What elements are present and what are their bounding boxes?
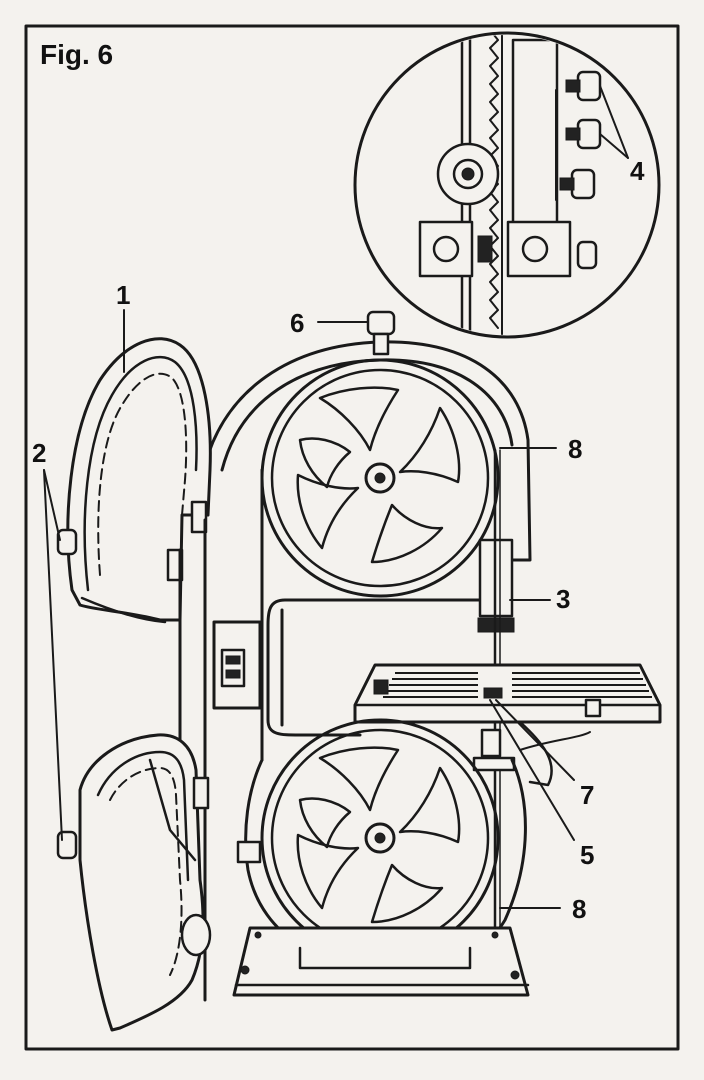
lower-wheel xyxy=(260,718,500,958)
callout-8-lower: 8 xyxy=(572,894,586,924)
adjust-knob-bottom xyxy=(576,240,598,270)
tension-knob xyxy=(366,310,396,356)
detail-circle xyxy=(353,31,661,339)
callout-1: 1 xyxy=(116,280,130,310)
power-switch-box xyxy=(212,620,262,710)
figure-frame xyxy=(24,24,680,1051)
lower-door xyxy=(56,733,262,1032)
callout-5: 5 xyxy=(580,840,594,870)
figure-title: Fig. 6 xyxy=(40,39,113,70)
upper-wheel xyxy=(260,358,500,598)
adjust-knob-middle xyxy=(565,118,602,150)
upper-door xyxy=(56,337,212,624)
leader-lines xyxy=(43,309,575,909)
callout-4: 4 xyxy=(630,156,645,186)
door-knob-upper xyxy=(56,528,78,556)
saw-base xyxy=(232,926,530,997)
callout-6: 6 xyxy=(290,308,304,338)
work-table xyxy=(353,663,662,787)
door-knob-lower xyxy=(56,830,78,860)
adjust-knob-lower xyxy=(559,168,596,200)
callout-3: 3 xyxy=(556,584,570,614)
callout-8-upper: 8 xyxy=(568,434,582,464)
callout-7: 7 xyxy=(580,780,594,810)
detail-inset xyxy=(353,31,661,339)
callout-2: 2 xyxy=(32,438,46,468)
saw-body xyxy=(203,310,662,1002)
